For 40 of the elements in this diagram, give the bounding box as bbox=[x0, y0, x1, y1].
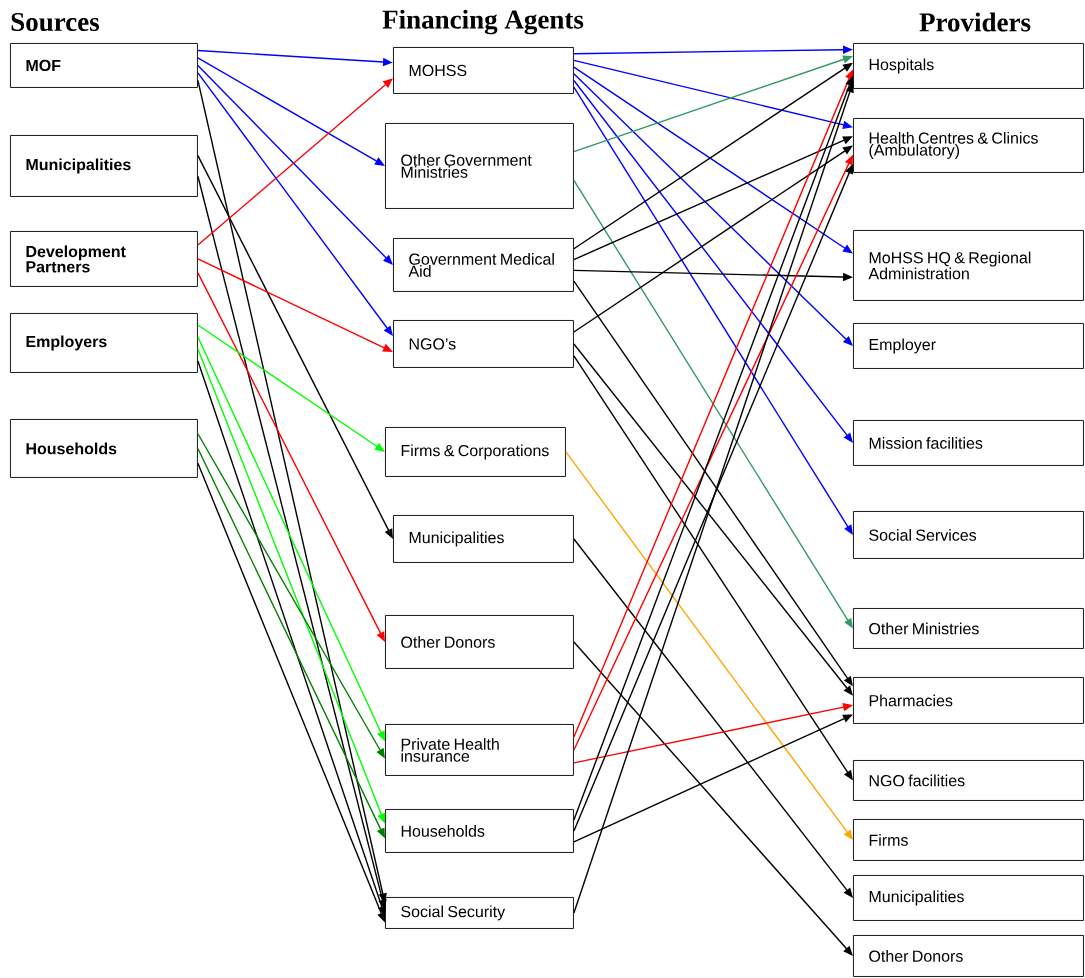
arrow bbox=[565, 451, 853, 840]
arrow bbox=[573, 73, 853, 346]
text-box: Firms & Corporations bbox=[385, 427, 566, 477]
text-box: Households bbox=[385, 809, 574, 853]
text-box: Pharmacies bbox=[853, 677, 1084, 724]
arrow bbox=[197, 57, 385, 166]
column-heading: Financing Agents bbox=[382, 9, 584, 35]
text-box: Mission facilities bbox=[853, 420, 1084, 466]
text-box: Municipalities bbox=[10, 135, 198, 197]
text-box: MOF bbox=[10, 43, 198, 88]
text-box: Other Donors bbox=[853, 935, 1084, 977]
text-box: Employer bbox=[853, 323, 1084, 369]
text-box: MOHSS bbox=[393, 47, 574, 94]
arrow bbox=[573, 86, 853, 535]
text-box: Employers bbox=[10, 313, 198, 373]
text-box: Municipalities bbox=[393, 515, 574, 563]
text-box: Health Centres & Clinics (Ambulatory) bbox=[853, 118, 1084, 173]
arrow bbox=[197, 324, 385, 452]
text-box: Government Medical Aid bbox=[393, 238, 574, 292]
arrow bbox=[573, 641, 853, 956]
text-box: Other Government Ministries bbox=[385, 123, 574, 209]
text-box: MoHSS HQ & Regional Administration bbox=[853, 230, 1084, 301]
arrow bbox=[197, 78, 393, 246]
text-box: NGO’s bbox=[393, 320, 574, 368]
text-box: Social Services bbox=[853, 511, 1084, 559]
arrow bbox=[573, 538, 853, 898]
text-box: Households bbox=[10, 419, 198, 478]
text-box: Hospitals bbox=[853, 43, 1084, 89]
text-box: Firms bbox=[853, 819, 1084, 861]
text-box: Other Ministries bbox=[853, 608, 1084, 649]
text-box: Private Health insurance bbox=[385, 724, 574, 776]
text-box: Municipalities bbox=[853, 875, 1084, 921]
arrow bbox=[573, 145, 853, 333]
arrow bbox=[197, 72, 393, 336]
text-box: Social Security bbox=[385, 897, 574, 929]
text-box: NGO facilities bbox=[853, 760, 1084, 801]
text-box: Development Partners bbox=[10, 231, 198, 287]
arrow bbox=[197, 64, 393, 265]
arrow bbox=[573, 79, 853, 443]
text-box: Other Donors bbox=[385, 615, 574, 669]
